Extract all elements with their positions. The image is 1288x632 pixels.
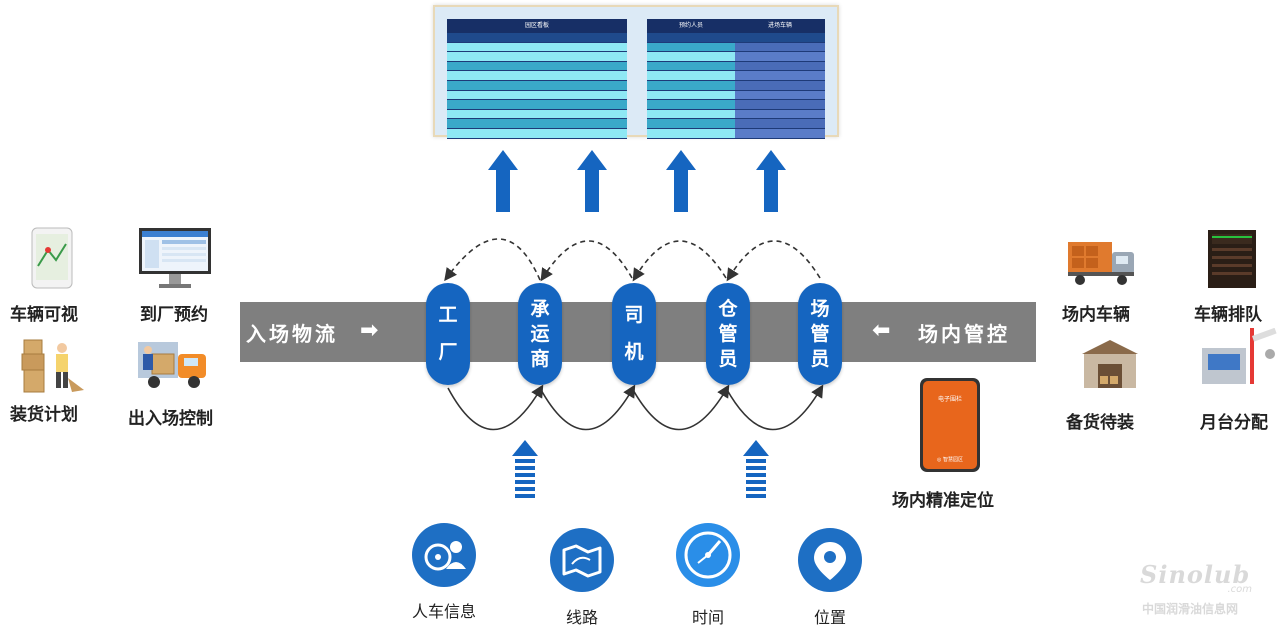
dashboard-right-panel: 进场车辆: [735, 19, 825, 139]
precise-positioning-label: 场内精准定位: [892, 491, 994, 511]
entry-exit-control-label: 出入场控制: [128, 409, 213, 429]
vehicle-visible-label: 车辆可视: [10, 305, 78, 325]
clock-icon: [676, 523, 740, 587]
device-title: 电子围栏: [937, 396, 962, 403]
role-warehouse-char-1: 仓: [718, 297, 738, 320]
dashboard-left-title: 园区看板: [447, 19, 627, 33]
role-yard-char-3: 员: [810, 347, 830, 370]
arrow-left-icon: ⬅: [872, 318, 894, 343]
onsite-control-label: 场内管控: [918, 322, 1010, 346]
role-factory-char-2: 厂: [438, 341, 458, 363]
role-warehouse-char-2: 管: [718, 322, 738, 345]
dock-gate-icon: [1198, 327, 1278, 390]
role-driver-char-2: 机: [624, 341, 644, 363]
phone-map-icon: [26, 226, 78, 290]
route-label: 线路: [565, 608, 598, 627]
location-label: 位置: [813, 608, 846, 627]
dashboard-mid-title: 预约人员: [647, 19, 735, 33]
up-arrow-1: [488, 150, 518, 212]
role-yard-char-2: 管: [810, 322, 830, 345]
dashed-arcs: [444, 238, 821, 282]
stock-waiting-label: 备货待装: [1066, 413, 1134, 433]
dashboard-right-title: 进场车辆: [735, 19, 825, 33]
loading-plan-label: 装货计划: [10, 405, 78, 425]
role-yard-manager: 场 管 员: [798, 283, 842, 385]
dock-allocation-label: 月台分配: [1200, 413, 1268, 433]
role-yard-char-1: 场: [810, 297, 830, 320]
onsite-truck-icon: [1066, 236, 1138, 288]
role-driver-char-1: 司: [624, 304, 644, 326]
queue-display-icon: [1206, 228, 1258, 290]
arrow-right-icon: ➡: [360, 318, 382, 343]
upload-arrows: [488, 150, 786, 212]
solid-arcs: [447, 384, 824, 431]
watermark-text: 中国润滑油信息网: [1142, 602, 1239, 616]
up-arrow-3: [666, 150, 696, 212]
role-carrier: 承 运 商: [518, 283, 562, 385]
watermark-logo: Sinolub: [1140, 560, 1251, 589]
striped-arrow-right: [743, 440, 769, 498]
role-factory-char-1: 工: [438, 304, 458, 326]
electronic-fence-device: 电子围栏 ◎ 智慧园区: [920, 378, 980, 474]
delivery-truck-icon: [136, 334, 212, 394]
role-warehouse-char-3: 员: [718, 347, 738, 370]
role-carrier-char-3: 商: [530, 347, 550, 370]
person-vehicle-icon: [412, 523, 476, 587]
inbound-logistics-label: 入场物流: [246, 322, 338, 346]
role-carrier-char-1: 承: [530, 297, 550, 320]
onsite-vehicles-label: 场内车辆: [1062, 305, 1130, 325]
time-label: 时间: [691, 608, 724, 627]
up-arrow-2: [577, 150, 607, 212]
location-pin-icon: [798, 528, 862, 592]
dashboard-screen: 园区看板 预约人员 进场车辆: [433, 5, 839, 139]
loading-boxes-icon: [18, 334, 88, 396]
up-arrow-4: [756, 150, 786, 212]
monitor-icon: [137, 226, 213, 292]
device-footer: ◎ 智慧园区: [937, 457, 963, 463]
factory-appointment-label: 到厂预约: [140, 305, 208, 325]
role-carrier-char-2: 运: [530, 322, 550, 345]
striped-arrow-left: [512, 440, 538, 498]
dashboard-mid-panel: 预约人员: [647, 19, 735, 139]
warehouse-icon: [1078, 336, 1142, 392]
vehicle-queue-label: 车辆排队: [1194, 305, 1262, 325]
role-driver: 司 机: [612, 283, 656, 385]
role-warehouse-keeper: 仓 管 员: [706, 283, 750, 385]
route-icon: [550, 528, 614, 592]
dashboard-left-panel: 园区看板: [447, 19, 627, 139]
watermark-domain: .com: [1227, 584, 1252, 595]
sinolub-watermark: Sinolub .com 中国润滑油信息网: [1140, 560, 1270, 620]
person-vehicle-label: 人车信息: [411, 602, 476, 621]
role-factory: 工 厂: [426, 283, 470, 385]
input-arrows: [512, 440, 769, 498]
